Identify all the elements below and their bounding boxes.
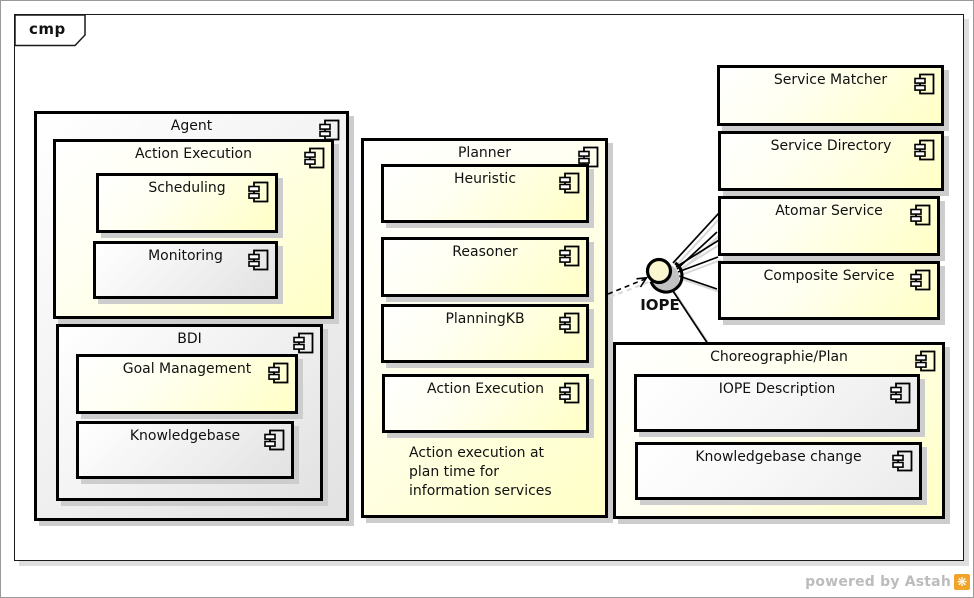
component-icon bbox=[578, 146, 599, 168]
component-knowledgebase-label: Knowledgebase bbox=[129, 428, 241, 444]
component-icon bbox=[264, 429, 285, 451]
component-service-directory[interactable]: Service Directory bbox=[718, 131, 944, 191]
component-icon bbox=[914, 73, 935, 95]
component-icon bbox=[915, 350, 936, 372]
component-bdi-label: BDI bbox=[177, 331, 202, 347]
component-action-execution-agent-label: Action Execution bbox=[135, 146, 252, 162]
component-scheduling-label: Scheduling bbox=[148, 180, 226, 196]
dependency-planner-iope[interactable] bbox=[607, 278, 646, 295]
component-scheduling[interactable]: Scheduling bbox=[96, 173, 278, 233]
component-planner-label: Planner bbox=[457, 145, 512, 161]
component-icon bbox=[248, 181, 269, 203]
watermark: powered by Astah ❋ bbox=[805, 574, 970, 590]
component-iope-description[interactable]: IOPE Description bbox=[634, 374, 920, 432]
component-knowledgebase-change-label: Knowledgebase change bbox=[695, 449, 862, 465]
component-reasoner[interactable]: Reasoner bbox=[381, 237, 589, 297]
component-composite-service-label: Composite Service bbox=[763, 268, 895, 284]
component-icon bbox=[559, 172, 580, 194]
component-heuristic-label: Heuristic bbox=[453, 171, 517, 187]
iope-ball-interface[interactable] bbox=[645, 257, 673, 285]
component-composite-service[interactable]: Composite Service bbox=[718, 261, 940, 320]
watermark-text: powered by Astah bbox=[805, 574, 951, 590]
component-iope-description-label: IOPE Description bbox=[718, 381, 836, 397]
component-icon bbox=[892, 450, 913, 472]
component-icon bbox=[914, 139, 935, 161]
component-monitoring[interactable]: Monitoring bbox=[93, 241, 278, 299]
component-icon bbox=[293, 332, 314, 354]
astah-logo-icon: ❋ bbox=[954, 574, 970, 590]
iope-socket[interactable] bbox=[649, 261, 684, 294]
component-knowledgebase[interactable]: Knowledgebase bbox=[76, 421, 294, 479]
component-atomar-service-label: Atomar Service bbox=[775, 203, 883, 219]
component-icon bbox=[559, 382, 580, 404]
component-service-matcher[interactable]: Service Matcher bbox=[717, 65, 944, 126]
component-agent-label: Agent bbox=[170, 118, 213, 134]
frame-tag-label: cmp bbox=[29, 20, 66, 38]
component-icon bbox=[248, 249, 269, 271]
component-action-execution-planner-label: Action Execution bbox=[427, 381, 544, 397]
component-icon bbox=[910, 269, 931, 291]
component-service-matcher-label: Service Matcher bbox=[773, 72, 888, 88]
component-icon bbox=[559, 312, 580, 334]
connector-iope-choreographie[interactable] bbox=[670, 287, 709, 345]
component-knowledgebase-change[interactable]: Knowledgebase change bbox=[635, 442, 922, 500]
component-reasoner-label: Reasoner bbox=[452, 244, 518, 260]
component-choreographie-plan-label: Choreographie/Plan bbox=[710, 349, 848, 365]
component-heuristic[interactable]: Heuristic bbox=[381, 164, 589, 223]
iope-interface-label: IOPE bbox=[640, 296, 680, 314]
connector-iope-atomar-service-2[interactable] bbox=[677, 256, 719, 273]
component-icon bbox=[268, 362, 289, 384]
component-planning-kb-label: PlanningKB bbox=[445, 311, 525, 327]
component-planning-kb[interactable]: PlanningKB bbox=[381, 304, 589, 363]
connector-iope-atomar-service[interactable] bbox=[676, 231, 718, 270]
component-icon bbox=[890, 382, 911, 404]
component-goal-management[interactable]: Goal Management bbox=[76, 354, 298, 414]
component-service-directory-label: Service Directory bbox=[770, 138, 892, 154]
dependency-arrowhead bbox=[636, 276, 649, 288]
diagram-frame bbox=[14, 14, 964, 561]
component-atomar-service[interactable]: Atomar Service bbox=[718, 196, 940, 256]
component-monitoring-label: Monitoring bbox=[148, 248, 223, 264]
connector-iope-composite-service[interactable] bbox=[678, 275, 718, 290]
component-icon bbox=[559, 245, 580, 267]
frame-tab bbox=[14, 14, 86, 47]
planner-note: Action execution at plan time for inform… bbox=[409, 445, 552, 499]
component-goal-management-label: Goal Management bbox=[122, 361, 252, 377]
component-icon bbox=[910, 204, 931, 226]
component-icon bbox=[304, 147, 325, 169]
component-action-execution-planner[interactable]: Action Execution bbox=[382, 374, 589, 433]
